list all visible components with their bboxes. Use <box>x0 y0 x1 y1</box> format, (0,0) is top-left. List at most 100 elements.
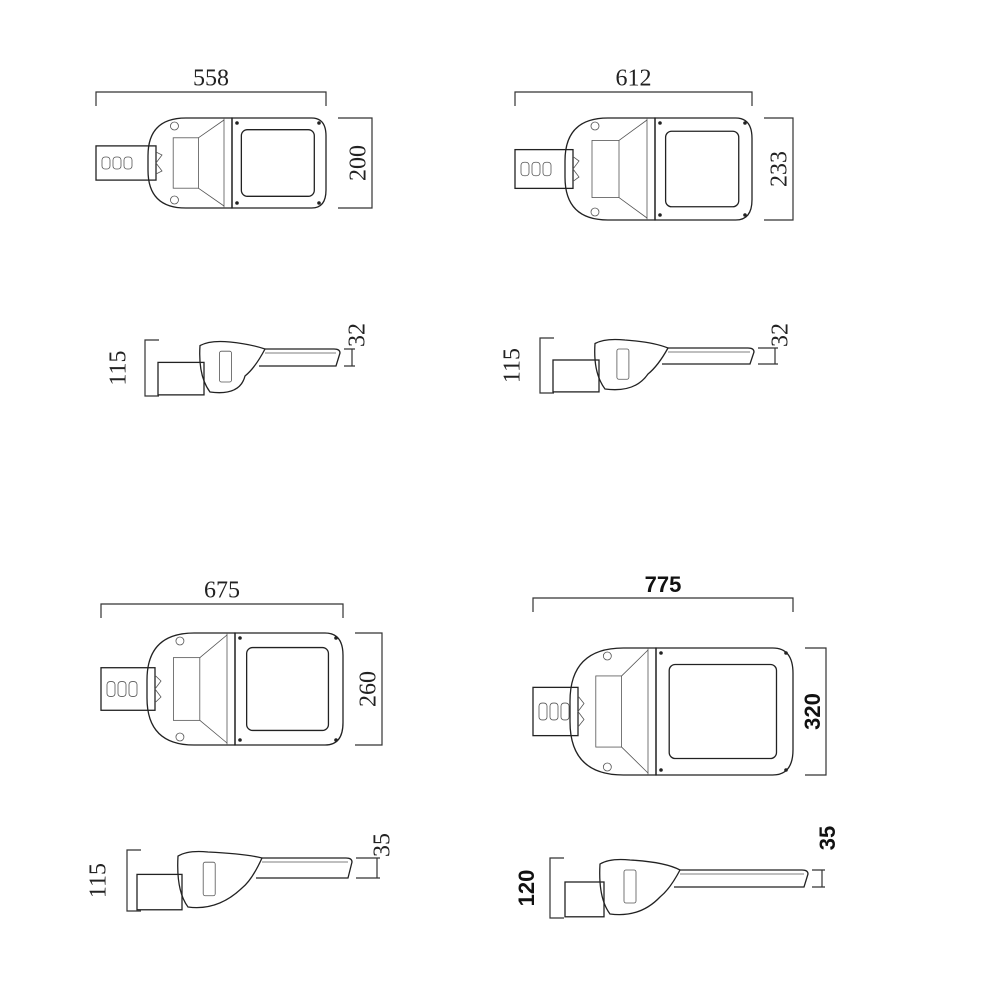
length-dimension-line <box>100 603 344 618</box>
housing-rib <box>199 634 228 744</box>
width-dimension-label: 233 <box>767 151 793 187</box>
side-arm <box>552 359 600 393</box>
housing-rib <box>198 119 225 207</box>
side-clamp <box>616 348 630 380</box>
panel-screw-icon <box>658 121 662 125</box>
side-view <box>136 850 353 911</box>
side-led-plate <box>259 348 341 367</box>
arm-slot <box>520 161 530 177</box>
side-arm <box>564 881 605 918</box>
lens-window <box>664 130 740 208</box>
panel-screw-icon <box>659 651 663 655</box>
tilt-joint <box>577 695 585 728</box>
side-clamp <box>623 869 637 904</box>
side-housing <box>599 858 681 916</box>
thickness-dimension-line <box>356 857 380 879</box>
thickness-dimension-line <box>344 348 355 367</box>
screw-icon <box>602 762 612 772</box>
arm-slot <box>531 161 541 177</box>
clamp-block <box>172 137 199 189</box>
panel-screw-icon <box>334 738 338 742</box>
thickness-dimension-line <box>812 869 825 888</box>
arm-slot <box>549 702 559 721</box>
side-view <box>552 338 755 393</box>
width-dimension-label: 200 <box>346 145 372 181</box>
width-dimension-line <box>338 117 373 209</box>
thickness-dimension-line <box>758 347 778 365</box>
panel-screw-icon <box>658 213 662 217</box>
side-housing <box>594 338 669 391</box>
width-dimension-line <box>764 117 794 221</box>
tilt-joint <box>154 675 162 703</box>
panel-screw-icon <box>238 636 242 640</box>
length-dimension-line <box>514 91 753 106</box>
screw-icon <box>170 121 179 131</box>
thickness-dimension-label: 32 <box>345 323 371 347</box>
lens-window <box>668 663 778 760</box>
arm-slot <box>123 156 133 170</box>
side-clamp <box>202 861 216 897</box>
side-arm <box>157 361 205 396</box>
top-view <box>532 647 794 776</box>
led-panel <box>655 647 794 776</box>
thickness-dimension-label: 35 <box>370 833 396 857</box>
height-dimension-line <box>126 849 141 912</box>
led-panel <box>234 632 344 746</box>
panel-screw-icon <box>317 121 321 125</box>
arm-slot <box>538 702 548 721</box>
height-dimension-label: 115 <box>86 863 112 898</box>
side-led-plate <box>674 869 809 888</box>
side-led-plate <box>256 857 353 879</box>
width-dimension-line <box>805 647 827 776</box>
length-dimension-label: 775 <box>645 572 682 597</box>
housing-rib <box>621 649 649 774</box>
screw-icon <box>170 195 179 205</box>
height-dimension-line <box>539 337 554 394</box>
arm-slot <box>112 156 122 170</box>
panel-screw-icon <box>334 636 338 640</box>
arm-slot <box>101 156 111 170</box>
length-dimension-line <box>95 91 327 106</box>
panel-screw-icon <box>238 738 242 742</box>
length-dimension-line <box>532 597 794 612</box>
length-dimension-label: 675 <box>204 578 240 604</box>
arm-slot <box>106 681 116 697</box>
panel-screw-icon <box>743 213 747 217</box>
driver-housing <box>569 647 657 776</box>
screw-icon <box>175 636 185 646</box>
lens-window <box>245 646 330 732</box>
tilt-joint <box>572 156 580 182</box>
clamp-block <box>595 675 622 748</box>
height-dimension-line <box>549 857 564 919</box>
arm-slot <box>117 681 127 697</box>
height-dimension-line <box>144 339 159 397</box>
screw-icon <box>590 207 600 217</box>
screw-icon <box>175 732 185 742</box>
panel-screw-icon <box>659 768 663 772</box>
side-arm <box>136 873 183 911</box>
top-view <box>514 117 753 221</box>
clamp-block <box>172 657 201 721</box>
housing-rib <box>618 119 648 219</box>
tilt-joint <box>155 151 163 175</box>
arm-slot <box>128 681 138 697</box>
side-led-plate <box>662 347 755 365</box>
top-view <box>95 117 327 209</box>
panel-screw-icon <box>235 121 239 125</box>
thickness-dimension-label: 35 <box>815 826 840 850</box>
mounting-arm <box>532 686 579 737</box>
led-panel <box>231 117 327 209</box>
top-view <box>100 632 344 746</box>
side-housing <box>199 340 266 394</box>
arm-slot <box>542 161 552 177</box>
side-clamp <box>219 350 232 383</box>
mounting-arm <box>95 145 157 181</box>
height-dimension-label: 115 <box>106 350 132 385</box>
thickness-dimension-label: 32 <box>768 323 794 347</box>
length-dimension-label: 612 <box>616 66 652 92</box>
